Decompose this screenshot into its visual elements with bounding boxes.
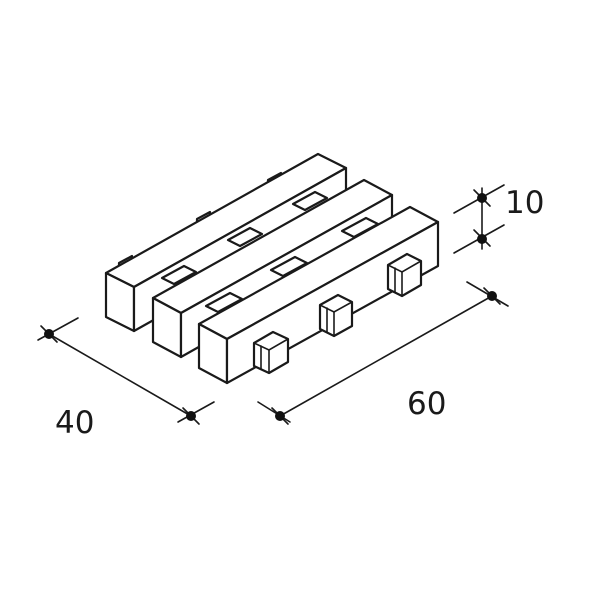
- depth-label: 40: [55, 405, 94, 441]
- depth-dimension-dot-right: [186, 411, 196, 421]
- height-dimension-dot-bottom: [477, 234, 487, 244]
- height-dimension-dot-top: [477, 193, 487, 203]
- length-dimension-dot-left: [275, 411, 285, 421]
- depth-dimension-line: [48, 333, 192, 417]
- front-clip-2: [318, 293, 354, 338]
- length-dimension-dot-right: [487, 291, 497, 301]
- height-label: 10: [505, 185, 544, 221]
- length-dimension-line: [279, 295, 493, 417]
- back-bar-clip-1: [160, 264, 198, 286]
- length-label: 60: [407, 386, 446, 422]
- depth-dimension-dot-left: [44, 329, 54, 339]
- front-clip-1: [252, 330, 290, 375]
- back-bar-clip-3: [291, 190, 329, 212]
- front-clip-3: [386, 252, 423, 298]
- depth-dimension: 40: [37, 317, 215, 441]
- back-bar-clip-2: [226, 226, 264, 248]
- length-dimension: 60: [257, 281, 509, 425]
- height-dimension: 10: [453, 184, 544, 254]
